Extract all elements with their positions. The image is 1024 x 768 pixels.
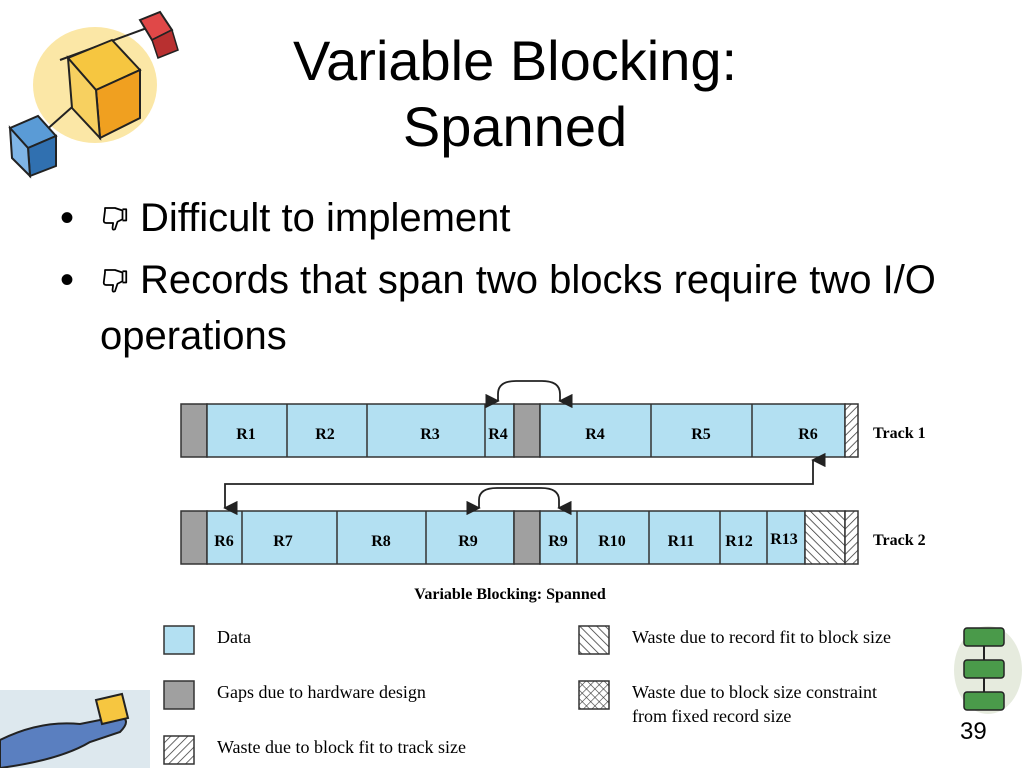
legend-label: Data [217, 627, 251, 647]
record-label: R6 [798, 426, 818, 443]
bullet-dot: • [60, 196, 75, 240]
record-label: R1 [236, 426, 256, 443]
track-1: R1 R2 R3 R4 R4 R5 R6 Track 1 [180, 403, 926, 458]
diagram-caption: Variable Blocking: Spanned [414, 586, 606, 603]
track-2: R6 R7 R8 R9 R9 R10 R11 R12 R13 Track 2 [180, 510, 926, 565]
track-waste-hatch [844, 403, 859, 458]
record-label: R4 [488, 426, 508, 443]
span-arrow-r9 [466, 487, 572, 516]
record-label: R7 [273, 533, 293, 550]
legend-gap: Gaps due to hardware design [163, 680, 426, 710]
span-arrow-r4 [485, 380, 573, 409]
bullet-item: • Difficult to implement [60, 190, 960, 246]
slide-title: Variable Blocking: Spanned [200, 28, 830, 160]
legend-label: Waste due to block size constraint from … [632, 682, 877, 726]
data-block [539, 403, 846, 458]
gap-block [513, 510, 541, 565]
record-label: R9 [458, 533, 478, 550]
legend-track-waste: Waste due to block fit to track size [163, 735, 466, 765]
record-label: R2 [315, 426, 335, 443]
bullet-item: • Records that span two blocks require t… [60, 252, 960, 364]
record-label: R3 [420, 426, 440, 443]
record-label: R8 [371, 533, 391, 550]
legend-block-waste: Waste due to block size constraint from … [578, 680, 877, 728]
data-block [206, 403, 515, 458]
bullet-list: • Difficult to implement • Records that … [60, 190, 960, 370]
thumbs-down-icon [102, 207, 128, 231]
gap-block [180, 510, 208, 565]
data-block [539, 510, 806, 565]
blocks-clipart [8, 10, 179, 179]
record-label: R11 [668, 533, 695, 550]
record-label: R9 [548, 533, 568, 550]
spanned-blocking-diagram: R1 R2 R3 R4 R4 R5 R6 Track 1 R6 R7 R8 R9… [180, 380, 926, 565]
block-waste-swatch [578, 680, 610, 710]
bullet-text: Records that span two blocks require two… [100, 258, 936, 358]
legend-label: Waste due to record fit to block size [632, 627, 891, 647]
legend-label: Waste due to block fit to track size [217, 737, 466, 757]
hand-clipart [0, 690, 150, 768]
record-label: R13 [770, 531, 798, 548]
record-label: R10 [598, 533, 626, 550]
legend-data: Data [163, 625, 251, 655]
record-label: R6 [214, 533, 234, 550]
bullet-dot: • [60, 258, 75, 302]
track-label: Track 2 [873, 532, 926, 549]
record-waste-swatch [578, 625, 610, 655]
record-label: R5 [691, 426, 711, 443]
page-number: 39 [960, 718, 987, 745]
gap-block [180, 403, 208, 458]
gap-swatch [163, 680, 195, 710]
record-waste-hatch [804, 510, 846, 565]
track-waste-hatch [844, 510, 859, 565]
thumbs-down-icon [102, 269, 128, 293]
record-label: R12 [725, 533, 753, 550]
legend-record-waste: Waste due to record fit to block size [578, 625, 891, 655]
track-label: Track 1 [873, 425, 926, 442]
legend-label: Gaps due to hardware design [217, 682, 426, 702]
slide-title-text: Variable Blocking: Spanned [292, 29, 738, 158]
track-waste-swatch [163, 735, 195, 765]
gap-block [513, 403, 541, 458]
data-swatch [163, 625, 195, 655]
span-arrow-r6 [223, 452, 826, 516]
record-label: R4 [585, 426, 605, 443]
flowchart-clipart [954, 626, 1022, 714]
bullet-text: Difficult to implement [140, 196, 511, 240]
